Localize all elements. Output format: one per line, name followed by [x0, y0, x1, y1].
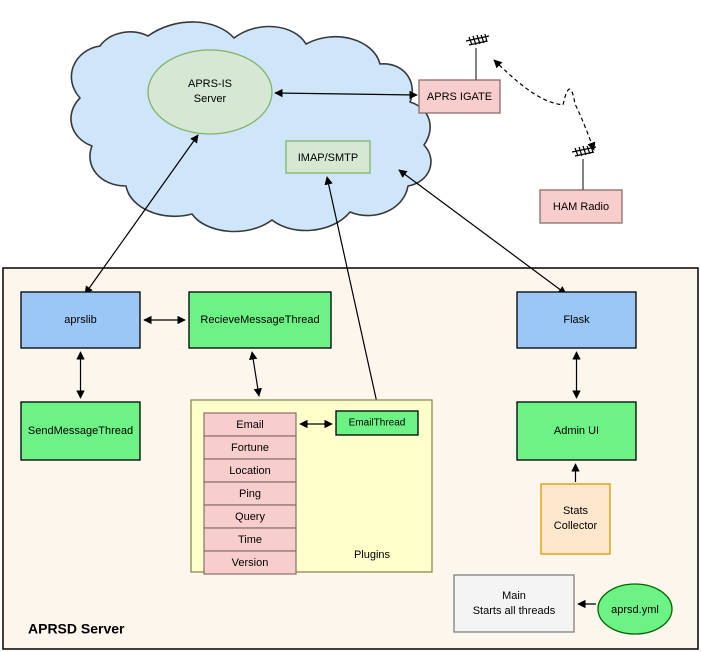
flask-node[interactable]: Flask — [516, 291, 637, 349]
stats-collector-node[interactable]: Stats Collector — [540, 483, 611, 555]
plugin-time[interactable]: Time — [203, 527, 297, 552]
email-thread-node[interactable]: EmailThread — [335, 410, 419, 436]
edge-aprslib-to-aprs-is — [84, 134, 199, 295]
edge-aprs-is-to-igate — [274, 88, 418, 100]
edge-recieve-message-thread-to-plugins — [249, 351, 262, 397]
aprslib-label: aprslib — [64, 314, 96, 326]
aprs-is-server-label-line2: Server — [194, 93, 227, 105]
aprs-igate-label: APRS IGATE — [427, 91, 492, 103]
imap-smtp-label: IMAP/SMTP — [298, 152, 359, 164]
plugin-location[interactable]: Location — [203, 458, 297, 483]
antenna-icon — [465, 33, 490, 80]
admin-ui-node[interactable]: Admin UI — [516, 401, 637, 461]
plugin-email[interactable]: Email — [203, 412, 297, 437]
flask-label: Flask — [563, 314, 590, 326]
plugin-query-label: Query — [235, 511, 265, 523]
send-message-thread-node[interactable]: SendMessageThread — [20, 401, 141, 461]
main-label-line2: Starts all threads — [473, 605, 556, 617]
plugin-version[interactable]: Version — [203, 550, 297, 575]
plugin-time-label: Time — [238, 534, 262, 546]
internet-cloud — [70, 21, 432, 233]
aprs-is-server-label-line1: APRS-IS — [188, 78, 232, 90]
aprs-is-server-node[interactable]: APRS-IS Server — [147, 49, 273, 135]
main-node[interactable]: Main Starts all threads — [453, 574, 575, 633]
aprslib-node[interactable]: aprslib — [20, 291, 141, 349]
plugin-ping-label: Ping — [239, 488, 261, 500]
antenna-icon — [571, 144, 597, 190]
email-thread-label: EmailThread — [349, 418, 406, 429]
edge-flask-to-cloud — [398, 169, 567, 295]
edge-email-thread-to-imap-smtp — [324, 176, 380, 413]
ham-radio-node[interactable]: HAM Radio — [539, 189, 623, 224]
aprs-igate-node[interactable]: APRS IGATE — [418, 79, 501, 114]
plugin-fortune-label: Fortune — [231, 442, 269, 454]
main-label-line1: Main — [502, 590, 526, 602]
plugin-query[interactable]: Query — [203, 504, 297, 529]
plugin-email-label: Email — [236, 419, 264, 431]
plugin-ping[interactable]: Ping — [203, 481, 297, 506]
aprsd-yml-node[interactable]: aprsd.yml — [597, 583, 673, 635]
recieve-message-thread-label: RecieveMessageThread — [200, 314, 319, 326]
stats-collector-label-line1: Stats — [563, 505, 589, 517]
ham-radio-label: HAM Radio — [553, 201, 609, 213]
plugin-location-label: Location — [229, 465, 271, 477]
plugin-fortune[interactable]: Fortune — [203, 435, 297, 460]
imap-smtp-node[interactable]: IMAP/SMTP — [285, 140, 371, 174]
recieve-message-thread-node[interactable]: RecieveMessageThread — [188, 291, 332, 349]
admin-ui-label: Admin UI — [554, 425, 599, 437]
aprsd-server-title: APRSD Server — [28, 621, 125, 637]
plugins-caption: Plugins — [354, 549, 391, 561]
edge-igate-antenna-to-ham-antenna — [493, 59, 596, 151]
aprsd-yml-label: aprsd.yml — [611, 604, 659, 616]
send-message-thread-label: SendMessageThread — [28, 425, 133, 437]
plugin-version-label: Version — [232, 557, 269, 569]
stats-collector-label-line2: Collector — [554, 520, 598, 532]
